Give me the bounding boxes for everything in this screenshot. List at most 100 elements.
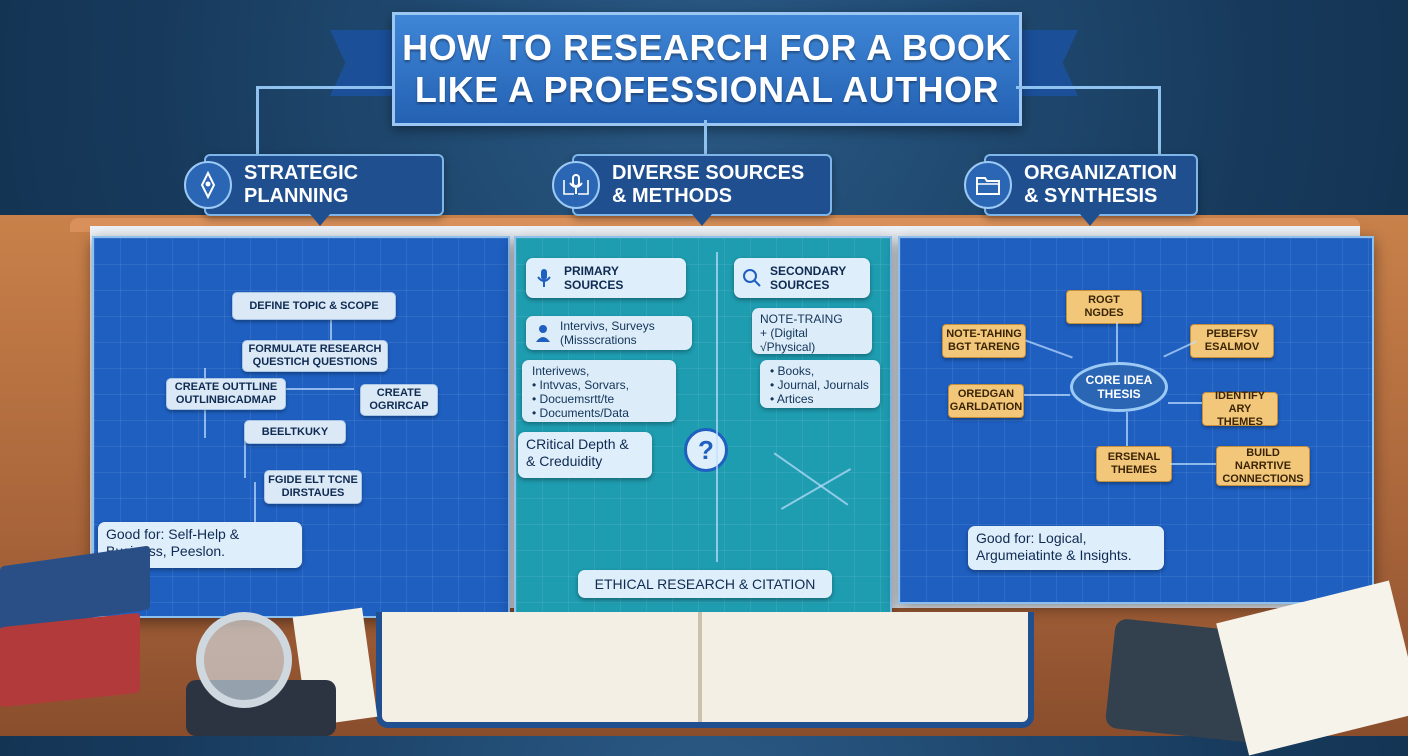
- step-text: DIRSTAUES: [281, 487, 345, 499]
- flow-arrow: [1126, 412, 1128, 446]
- step-text: QUESTICH QUESTIONS: [252, 356, 378, 368]
- node-text: THEMES: [1111, 464, 1157, 476]
- magnifying-glass-icon: [196, 612, 292, 708]
- node-text: PEBEFSV: [1206, 328, 1258, 340]
- card-text: NOTE-TRAING: [760, 312, 843, 326]
- create-outline-step: CREATE OUTTLINE OUTLINBICADMAP: [166, 378, 286, 410]
- connector-line: [1158, 86, 1161, 156]
- interviews-card: Intervivs, Surveys (Missscrations: [526, 316, 692, 350]
- ersenal-themes-node: ERSENAL THEMES: [1096, 446, 1172, 482]
- perfesy-node: PEBEFSV ESALMOV: [1190, 324, 1274, 358]
- connector-line: [704, 120, 707, 156]
- core-idea-node: CORE IDEA THESIS: [1070, 362, 1168, 412]
- flow-arrow: [1024, 394, 1070, 396]
- organization-synthesis-board: CORE IDEA THESIS ROGT NGDES NOTE-TAHING …: [898, 236, 1374, 604]
- node-text: THESIS: [1097, 387, 1141, 401]
- card-title: SECONDARY: [770, 264, 847, 278]
- connector-line: [256, 86, 259, 156]
- folder-icon: [964, 161, 1012, 209]
- list-item: • Books,: [770, 364, 815, 378]
- list-item: • Journal, Journals: [770, 378, 869, 392]
- section-title-line: ORGANIZATION: [1024, 162, 1177, 184]
- label-text: ETHICAL RESEARCH & CITATION: [594, 575, 816, 592]
- section-title-line: PLANNING: [244, 185, 349, 207]
- section-strategic-planning: STRATEGIC PLANNING: [184, 154, 444, 226]
- formulate-questions-step: FORMULATE RESEARCH QUESTICH QUESTIONS: [242, 340, 388, 372]
- secondary-sources-card: SECONDARY SOURCES: [734, 258, 870, 298]
- list-item: Interivews,: [532, 364, 590, 378]
- node-text: ROGT: [1088, 294, 1120, 306]
- section-title-line: & SYNTHESIS: [1024, 185, 1158, 207]
- strategic-planning-board: DEFINE TOPIC & SCOPE FORMULATE RESEARCH …: [92, 236, 510, 618]
- books-list-card: • Books, • Journal, Journals • Artices: [760, 360, 880, 408]
- flow-line: [773, 452, 849, 506]
- card-title: SOURCES: [770, 278, 830, 292]
- identify-themes-node: IDENTIFY ARY THEMES: [1202, 389, 1278, 428]
- title-line-2: LIKE A PROFESSIONAL AUTHOR: [414, 69, 1000, 110]
- organization-node: OREDGAN GARLDATION: [948, 384, 1024, 418]
- list-item: • Artices: [770, 392, 814, 406]
- ethical-research-label: ETHICAL RESEARCH & CITATION: [578, 570, 832, 598]
- step-text: OUTLINBICADMAP: [175, 394, 277, 406]
- section-diverse-sources: DIVERSE SOURCES & METHODS: [552, 154, 832, 226]
- microphone-icon: [537, 269, 551, 287]
- flow-arrow: [1170, 463, 1216, 465]
- node-text: THEMES: [1217, 415, 1263, 428]
- node-text: NOTE-TAHING: [946, 328, 1022, 340]
- critical-depth-card: CRitical Depth & & Creduidity: [518, 432, 652, 478]
- section-organization-synthesis: ORGANIZATION & SYNTHESIS: [964, 154, 1198, 226]
- flow-line: [716, 252, 718, 562]
- note-taking-node: NOTE-TAHING BGT TARENG: [942, 324, 1026, 358]
- card-text: (Missscrations: [560, 333, 637, 347]
- note-line: Argumeiatinte & Insights.: [976, 547, 1132, 563]
- microphone-book-icon: [552, 161, 600, 209]
- list-item: • Documents/Data: [532, 406, 629, 420]
- node-text: ERSENAL: [1107, 451, 1161, 463]
- diverse-sources-board: PRIMARY SOURCES SECONDARY SOURCES Interv…: [514, 236, 892, 626]
- step-text: FGIDE ELT TCNE: [268, 474, 358, 486]
- connector-line: [256, 86, 392, 89]
- primary-sources-card: PRIMARY SOURCES: [526, 258, 686, 298]
- create-roadmap-step: CREATE OGRIRCAP: [360, 384, 438, 416]
- step-text: BEELTKUKY: [261, 425, 329, 438]
- node-text: BGT TARENG: [948, 341, 1020, 353]
- node-text: IDENTIFY ARY: [1214, 389, 1266, 415]
- header-pointer: [1080, 214, 1100, 226]
- note-taking-card: NOTE-TRAING + (Digital √Physical): [752, 308, 872, 354]
- beeltkuky-step: BEELTKUKY: [244, 420, 346, 444]
- person-icon: [536, 325, 550, 342]
- node-text: NGDES: [1084, 307, 1124, 319]
- step-text: CREATE: [376, 387, 422, 399]
- pen-nib-icon: [184, 161, 232, 209]
- open-book: [376, 612, 1034, 728]
- flow-arrow: [1025, 339, 1073, 359]
- list-item: • Docuemsrtt/te: [532, 392, 615, 406]
- flow-line: [244, 438, 246, 478]
- step-text: CREATE OUTTLINE: [174, 381, 278, 393]
- flow-line: [330, 318, 332, 348]
- card-text: & Creduidity: [526, 453, 603, 469]
- node-text: CONNECTIONS: [1222, 472, 1304, 485]
- node-text: OREDGAN: [957, 388, 1015, 400]
- flow-line: [254, 482, 256, 522]
- book-spine: [698, 612, 702, 722]
- step-text: FORMULATE RESEARCH: [248, 343, 382, 355]
- card-title: SOURCES: [564, 278, 624, 292]
- step-text: OGRIRCAP: [369, 400, 429, 412]
- card-text: CRitical Depth &: [526, 436, 629, 452]
- title-banner: HOW TO RESEARCH FOR A BOOK LIKE A PROFES…: [392, 12, 1022, 126]
- header-pointer: [310, 214, 330, 226]
- search-icon: [743, 269, 761, 287]
- root-nodes-card: ROGT NGDES: [1066, 290, 1142, 324]
- node-text: GARLDATION: [949, 401, 1023, 413]
- fgide-step: FGIDE ELT TCNE DIRSTAUES: [264, 470, 362, 504]
- flow-line: [780, 468, 852, 510]
- card-text: Intervivs, Surveys: [560, 319, 655, 333]
- node-text: CORE IDEA: [1085, 373, 1153, 387]
- good-for-note: Good for: Logical, Argumeiatinte & Insig…: [968, 526, 1164, 570]
- define-topic-step: DEFINE TOPIC & SCOPE: [232, 292, 396, 320]
- flow-arrow: [1116, 322, 1118, 362]
- question-mark-icon: ?: [684, 428, 728, 472]
- card-text: + (Digital: [760, 326, 808, 340]
- flow-line: [284, 388, 354, 390]
